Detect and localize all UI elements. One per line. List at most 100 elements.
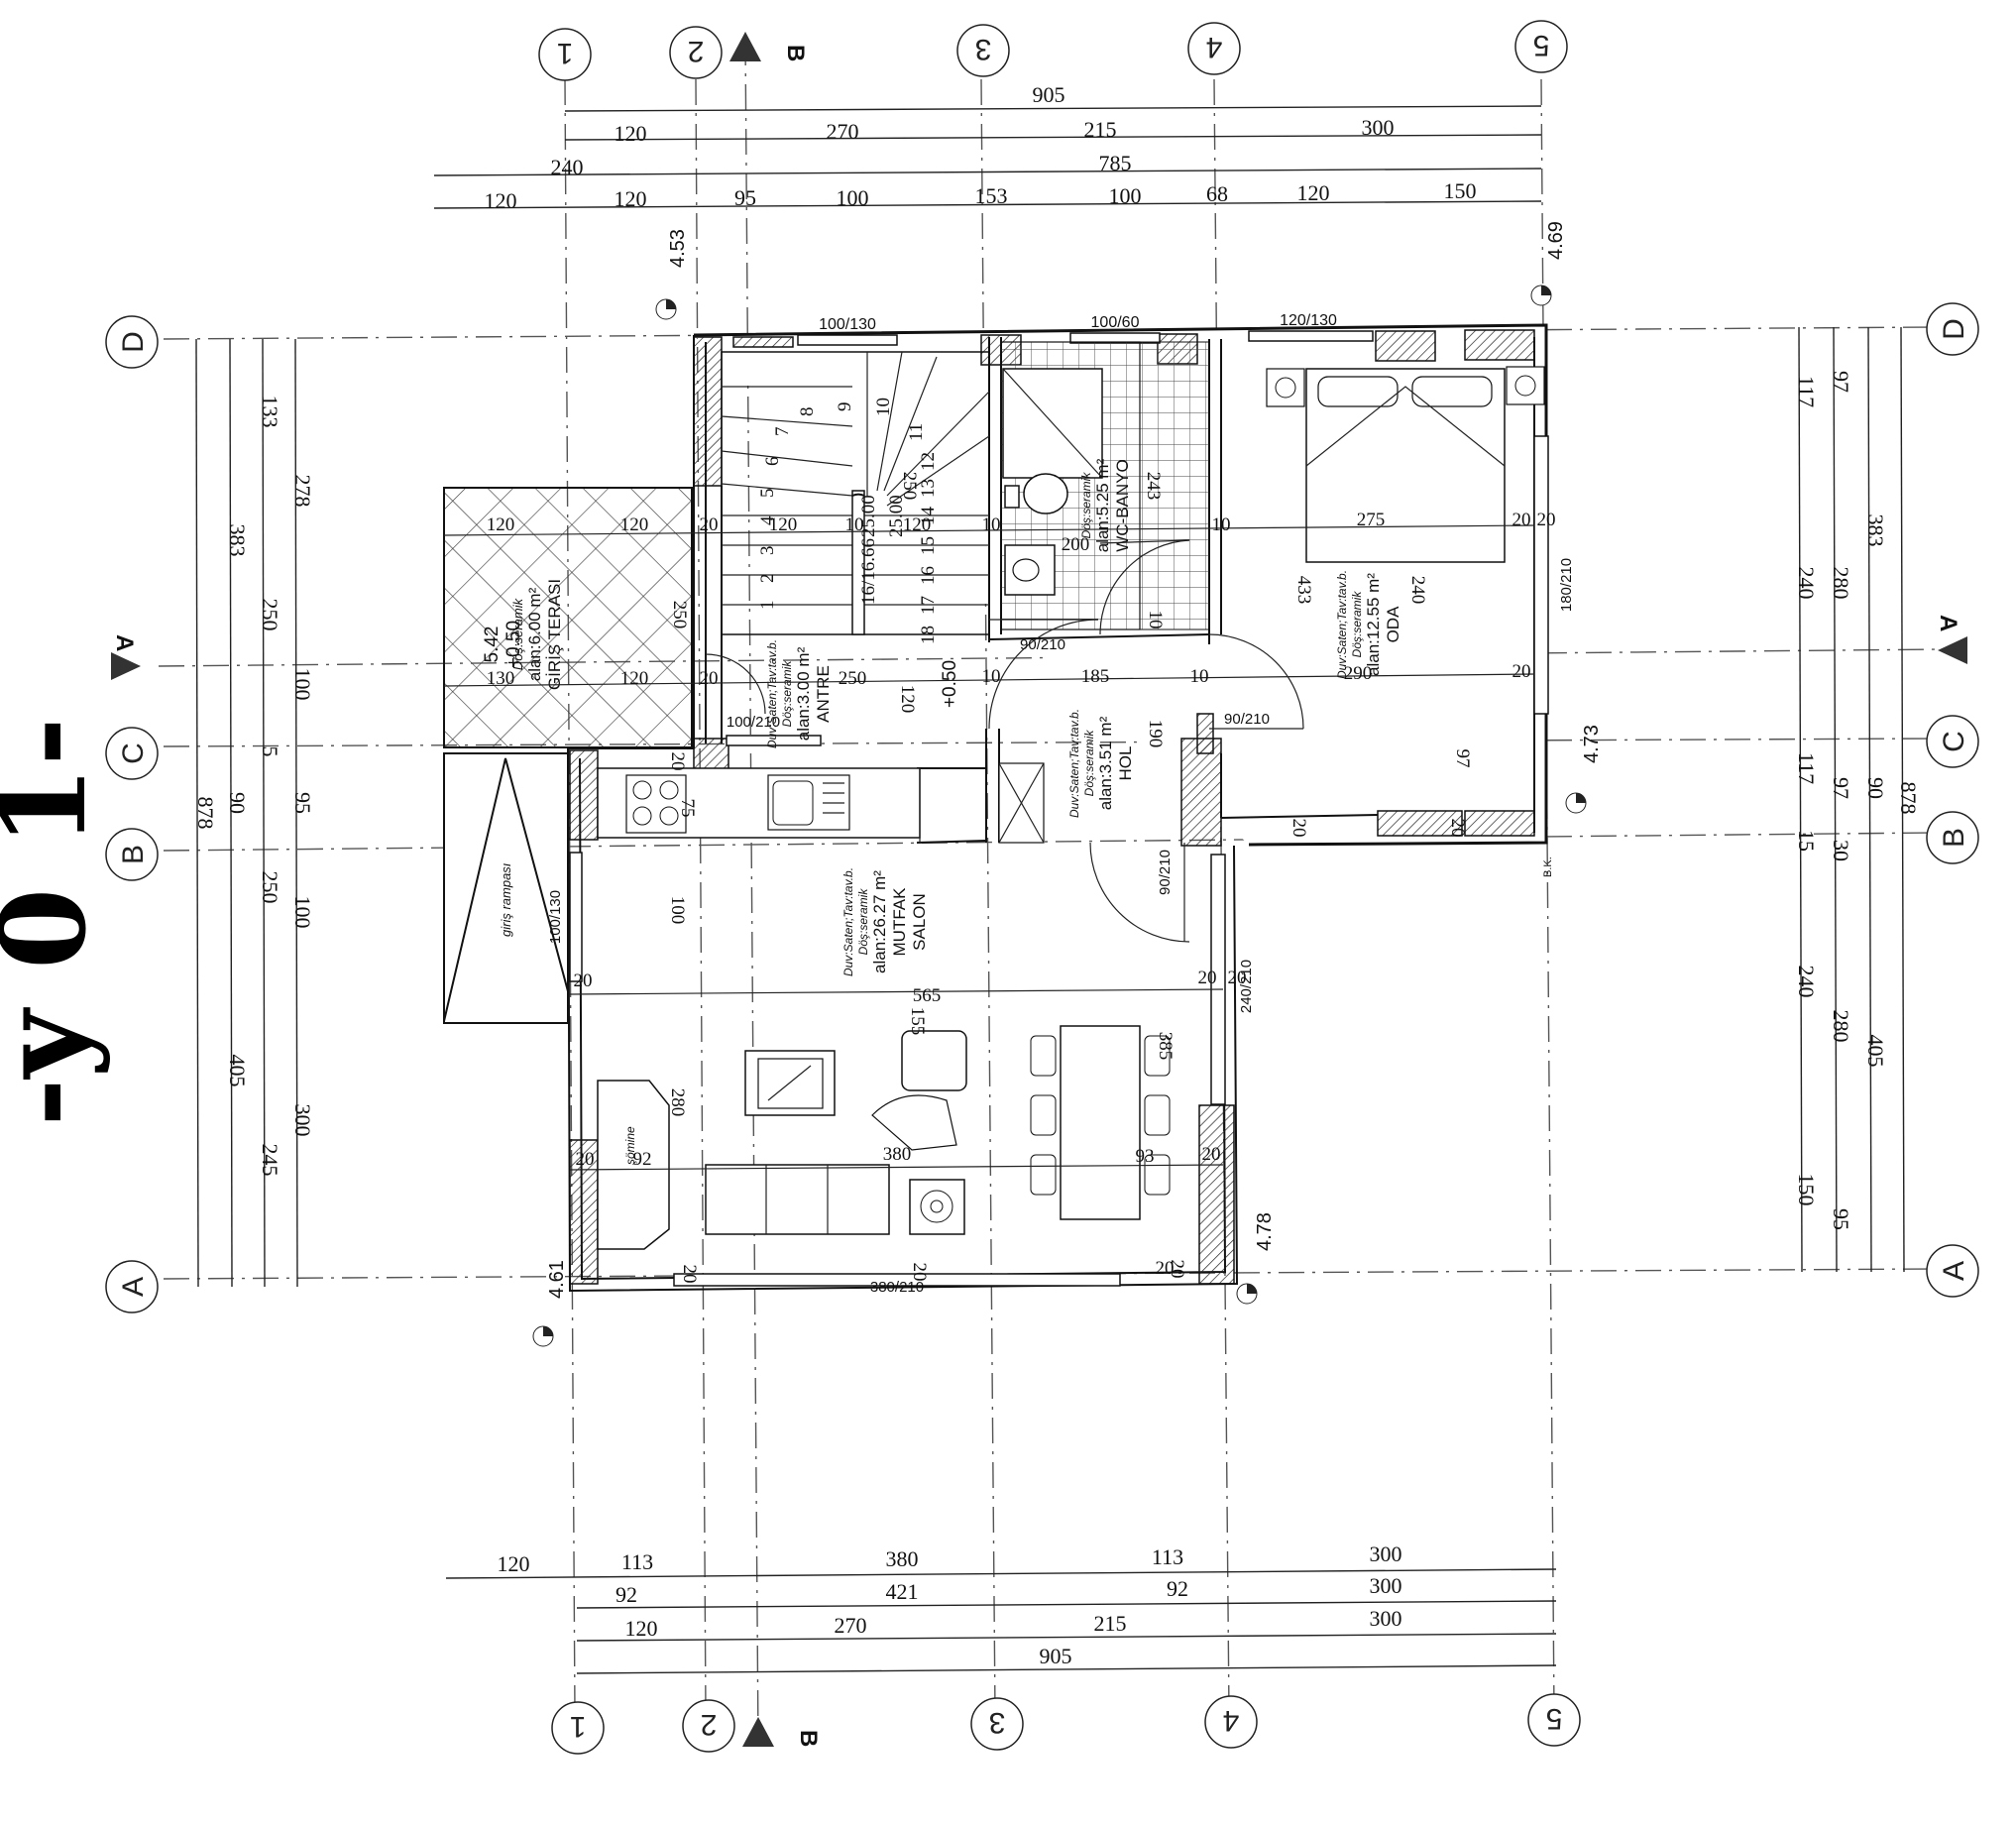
svg-text:giriş rampası: giriş rampası xyxy=(499,862,513,937)
svg-text:4.78: 4.78 xyxy=(1254,1212,1276,1251)
axis-1-bottom: 1 xyxy=(551,1701,605,1755)
svg-text:10: 10 xyxy=(845,514,864,535)
svg-text:20: 20 xyxy=(1537,510,1556,530)
svg-text:18: 18 xyxy=(918,626,939,644)
interior-dimensions: 120 120 20 120 10 120 10 10 20 20 275 20… xyxy=(443,472,1556,1284)
svg-text:D: D xyxy=(117,331,150,353)
svg-text:153: 153 xyxy=(975,183,1008,208)
svg-text:20: 20 xyxy=(679,1265,700,1284)
svg-text:380: 380 xyxy=(883,1144,912,1165)
svg-text:25.00: 25.00 xyxy=(858,495,879,537)
svg-text:17: 17 xyxy=(918,596,939,615)
kitchen xyxy=(597,762,1045,844)
svg-text:A: A xyxy=(117,1277,150,1297)
axis-3-bottom: 3 xyxy=(970,1697,1024,1751)
svg-text:GİRİŞ TERASI: GİRİŞ TERASI xyxy=(545,579,564,690)
axis-D-right: D xyxy=(1926,302,1979,356)
svg-text:6: 6 xyxy=(762,457,783,467)
svg-text:20: 20 xyxy=(1198,968,1217,988)
level-mark: 4.61 xyxy=(532,1260,568,1347)
svg-text:90/210: 90/210 xyxy=(1020,636,1065,653)
svg-text:4.61: 4.61 xyxy=(546,1260,568,1299)
room-label-mutfak-salon: Duv:Saten;Tav:tav.b. Döş:seramik alan:26… xyxy=(841,867,929,976)
svg-text:100: 100 xyxy=(290,896,315,929)
svg-text:Duv:Saten;Tav:tav.b.: Duv:Saten;Tav:tav.b. xyxy=(1335,570,1349,679)
svg-text:14: 14 xyxy=(918,507,939,526)
svg-text:120: 120 xyxy=(615,121,647,146)
svg-text:Döş:seramik: Döş:seramik xyxy=(510,597,525,670)
svg-text:240: 240 xyxy=(551,155,584,179)
svg-text:240: 240 xyxy=(1794,567,1819,600)
svg-text:100: 100 xyxy=(667,896,688,925)
svg-text:300: 300 xyxy=(1370,1542,1402,1566)
level-antre: +0.50 xyxy=(940,660,960,708)
svg-text:4: 4 xyxy=(1223,1704,1240,1737)
svg-text:215: 215 xyxy=(1094,1611,1127,1636)
svg-text:878: 878 xyxy=(193,797,218,830)
svg-text:300: 300 xyxy=(290,1104,315,1137)
windows xyxy=(569,330,1549,1287)
svg-text:alan:12.55 m²: alan:12.55 m² xyxy=(1364,573,1383,676)
room-label-antre: Duv:Saten;Tav:tav.b. Döş:seramik alan:3.… xyxy=(765,639,833,748)
svg-text:100/210: 100/210 xyxy=(727,714,780,731)
svg-text:120/130: 120/130 xyxy=(1280,312,1337,329)
svg-text:B.K.: B.K. xyxy=(1542,856,1554,877)
svg-text:20: 20 xyxy=(1228,968,1247,988)
svg-text:A: A xyxy=(1935,615,1961,631)
svg-text:1: 1 xyxy=(570,1710,587,1743)
svg-text:90: 90 xyxy=(1863,777,1888,799)
svg-text:215: 215 xyxy=(1084,117,1117,142)
svg-text:10: 10 xyxy=(1212,514,1231,535)
svg-text:275: 275 xyxy=(1357,510,1386,530)
svg-text:243: 243 xyxy=(1143,472,1164,501)
svg-text:+0.50: +0.50 xyxy=(504,621,524,668)
svg-text:B: B xyxy=(795,1730,822,1747)
svg-text:300: 300 xyxy=(1362,115,1395,140)
svg-text:180/210: 180/210 xyxy=(1558,558,1575,612)
svg-text:D: D xyxy=(1938,318,1970,340)
svg-text:20: 20 xyxy=(1156,1258,1175,1279)
svg-text:15: 15 xyxy=(918,536,939,555)
svg-text:16/16.66: 16/16.66 xyxy=(858,538,879,605)
svg-text:250: 250 xyxy=(258,871,282,904)
section-mark-b-bottom: B xyxy=(742,1717,822,1747)
svg-text:300: 300 xyxy=(1370,1573,1402,1598)
svg-text:ODA: ODA xyxy=(1384,606,1402,643)
svg-text:3: 3 xyxy=(975,33,992,65)
level-terrace: 5.42 +0.50 xyxy=(482,621,524,668)
svg-text:4.73: 4.73 xyxy=(1581,725,1603,763)
svg-text:97: 97 xyxy=(1829,371,1853,393)
svg-text:97: 97 xyxy=(1452,749,1473,768)
svg-text:B: B xyxy=(782,45,809,61)
svg-text:4: 4 xyxy=(757,515,778,525)
svg-text:11: 11 xyxy=(906,423,927,441)
svg-text:A: A xyxy=(111,634,138,651)
svg-text:13: 13 xyxy=(918,479,939,498)
entrance-ramp: giriş rampası xyxy=(443,752,569,1024)
top-dim-905: 905 xyxy=(1033,82,1065,107)
svg-text:133: 133 xyxy=(258,396,282,428)
svg-text:3: 3 xyxy=(757,546,778,556)
svg-text:5.42: 5.42 xyxy=(482,627,503,663)
level-marks: 4.53 4.69 4.73 4.78 4.61 xyxy=(532,221,1603,1347)
svg-text:12: 12 xyxy=(918,452,939,471)
living-furniture xyxy=(597,1025,1171,1250)
svg-text:75: 75 xyxy=(677,799,698,818)
svg-text:10: 10 xyxy=(982,666,1001,687)
svg-text:185: 185 xyxy=(1081,666,1110,687)
level-mark: 4.69 xyxy=(1530,221,1567,306)
svg-text:Döş:seramik: Döş:seramik xyxy=(1082,730,1096,797)
svg-text:10: 10 xyxy=(1145,611,1166,629)
svg-text:300: 300 xyxy=(1370,1606,1402,1631)
svg-text:4.53: 4.53 xyxy=(667,229,689,268)
svg-text:20: 20 xyxy=(667,752,688,771)
svg-text:270: 270 xyxy=(835,1613,867,1638)
svg-text:240/210: 240/210 xyxy=(1238,960,1255,1013)
svg-text:Döş:seramik: Döş:seramik xyxy=(1079,472,1093,539)
svg-text:20: 20 xyxy=(700,668,719,689)
svg-text:-y 0 1-: -y 0 1- xyxy=(0,718,112,1127)
level-mark: 4.73 xyxy=(1565,725,1603,814)
svg-text:Duv:Saten;Tav:tav.b.: Duv:Saten;Tav:tav.b. xyxy=(1067,709,1081,818)
svg-text:10: 10 xyxy=(982,514,1001,535)
svg-text:380/210: 380/210 xyxy=(870,1279,924,1296)
